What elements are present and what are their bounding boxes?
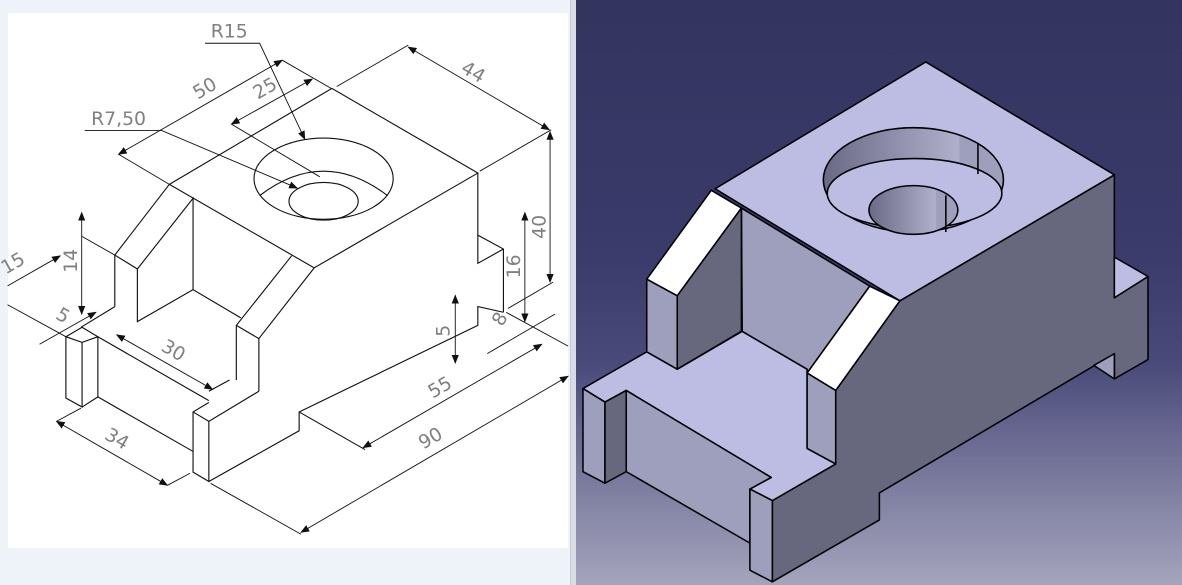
dim-5-left: 5: [52, 304, 73, 328]
dim-r7-50: R7,50: [91, 109, 146, 130]
dim-15: 15: [0, 249, 29, 279]
part-outline: [64, 87, 504, 483]
dim-5-right: 5: [434, 325, 455, 337]
dim-90: 90: [415, 424, 446, 454]
isometric-drawing: R15 R7,50 50 25 44 40 16 14 15 5 5 8 30 …: [0, 22, 569, 535]
technical-drawing-panel: R15 R7,50 50 25 44 40 16 14 15 5 5 8 30 …: [0, 0, 571, 585]
dim-50: 50: [190, 74, 221, 104]
dim-44: 44: [457, 58, 488, 88]
dim-30: 30: [157, 336, 188, 366]
dim-16: 16: [504, 254, 525, 278]
part-faces: [582, 61, 1149, 583]
dim-55: 55: [425, 373, 456, 403]
dim-14: 14: [61, 249, 82, 273]
3d-viewport[interactable]: [576, 0, 1182, 585]
3d-part-render[interactable]: [576, 0, 1182, 585]
dim-r15: R15: [211, 22, 248, 43]
dimension-lines: [7, 42, 569, 535]
dim-40: 40: [530, 215, 551, 239]
